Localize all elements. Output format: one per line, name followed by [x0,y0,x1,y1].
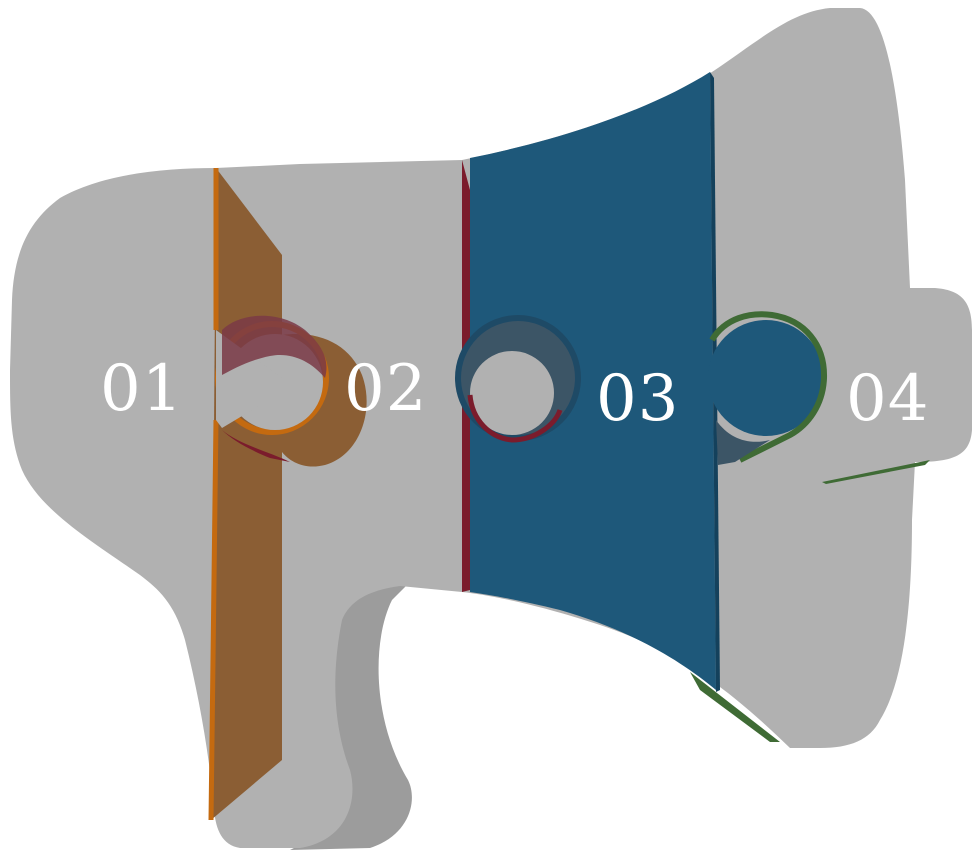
step-label-03: 03 [596,362,679,436]
band-orange [211,168,282,820]
step-label-02: 02 [344,352,427,426]
step-label-01: 01 [100,352,183,426]
step-label-04: 04 [846,362,929,436]
